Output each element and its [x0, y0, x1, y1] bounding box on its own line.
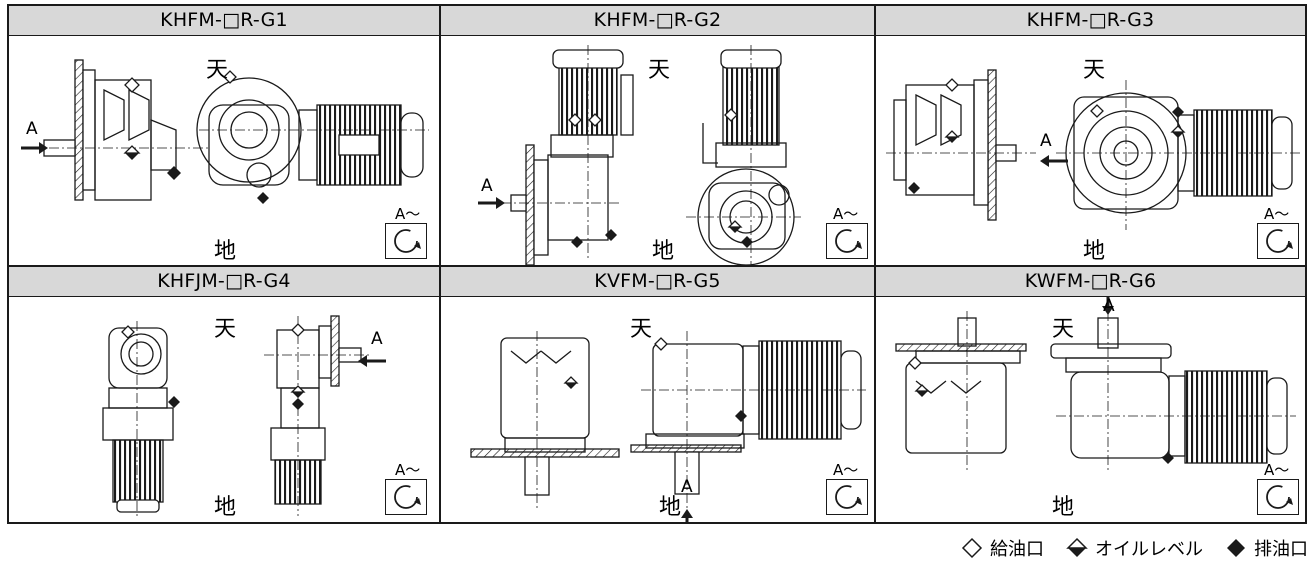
bottom-label: 地: [1052, 495, 1075, 520]
cell-g6: KWFM-□R-G6: [876, 267, 1305, 522]
cell-g3: KHFM-□R-G3: [876, 6, 1305, 267]
gearmotor-drawing-g5: [470, 331, 866, 522]
legend-item-drain: 排油口: [1225, 535, 1308, 561]
bottom-label: 地: [659, 495, 682, 520]
shaft-direction-label: A: [1103, 296, 1115, 316]
shaft-direction-label: A: [481, 176, 493, 196]
bottom-label: 地: [652, 239, 675, 264]
cell-title: KWFM-□R-G6: [876, 267, 1305, 297]
gearmotor-drawing-g1: [21, 59, 429, 204]
gearmotor-drawing-g6: [895, 296, 1296, 471]
cell-g4: KHFJM-□R-G4: [9, 267, 439, 522]
cell-g2: KHFM-□R-G2: [441, 6, 874, 267]
rotation-icon: [1257, 223, 1299, 259]
cell-g5: KVFM-□R-G5: [441, 267, 874, 522]
top-label: 天: [206, 58, 229, 83]
rotation-label: A～: [1264, 461, 1290, 479]
top-label: 天: [648, 58, 671, 83]
rotation-icon: [826, 223, 868, 259]
gearmotor-drawing-g3: [886, 69, 1301, 230]
rotation-icon: [826, 479, 868, 515]
shaft-direction-label: A: [1040, 131, 1052, 151]
top-label: 天: [1083, 58, 1106, 83]
mounting-position-table: KHFM-□R-G1: [7, 4, 1307, 524]
top-label: 天: [630, 317, 653, 342]
rotation-icon: [1257, 479, 1299, 515]
shaft-direction-label: A: [371, 329, 383, 349]
rotation-label: A～: [395, 461, 421, 479]
hollow-diamond-icon: [961, 537, 983, 559]
top-label: 天: [214, 317, 237, 342]
gearmotor-drawing-g2: [478, 45, 801, 266]
rotation-icon: [385, 223, 427, 259]
rotation-label: A～: [833, 205, 859, 223]
shaft-direction-label: A: [26, 119, 38, 139]
cell-title: KHFM-□R-G3: [876, 6, 1305, 36]
legend-label: 給油口: [990, 539, 1044, 560]
cell-title: KHFJM-□R-G4: [9, 267, 439, 297]
cell-title: KHFM-□R-G2: [441, 6, 874, 36]
filled-diamond-icon: [1227, 539, 1245, 557]
cell-g1: KHFM-□R-G1: [9, 6, 439, 267]
legend-item-level: オイルレベル: [1066, 535, 1203, 561]
cell-title: KHFM-□R-G1: [9, 6, 439, 36]
top-label: 天: [1052, 317, 1075, 342]
rotation-icon: [385, 479, 427, 515]
legend-label: オイルレベル: [1095, 539, 1203, 560]
bottom-label: 地: [214, 495, 237, 520]
cell-title: KVFM-□R-G5: [441, 267, 874, 297]
half-filled-diamond-icon: [1066, 537, 1088, 557]
rotation-label: A～: [833, 461, 859, 479]
shaft-direction-label: A: [681, 477, 693, 497]
bottom-label: 地: [1083, 239, 1106, 264]
bottom-label: 地: [214, 239, 237, 264]
legend-label: 排油口: [1254, 539, 1308, 560]
gearmotor-drawing-g4: [102, 315, 386, 516]
legend-item-fill: 給油口: [961, 535, 1044, 561]
legend: 給油口 オイルレベル 排油口: [939, 535, 1308, 561]
rotation-label: A～: [1264, 205, 1290, 223]
rotation-label: A～: [395, 205, 421, 223]
